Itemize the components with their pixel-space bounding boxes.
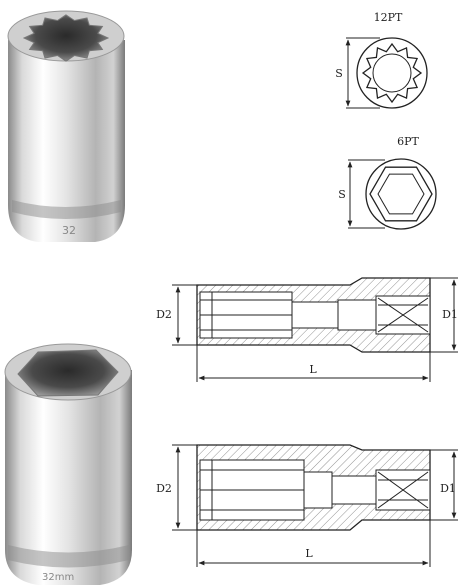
profile-12pt: 12PT S bbox=[335, 11, 428, 109]
profile-6pt-hexagon bbox=[369, 166, 433, 222]
side-view-1: D2 D1 L bbox=[156, 277, 458, 382]
profile-6pt-label: 6PT bbox=[397, 135, 419, 148]
socket-photo-6pt: 32mm bbox=[4, 343, 132, 585]
profile-6pt: 6PT S bbox=[338, 135, 437, 230]
profile-12pt-inner-circle bbox=[372, 53, 412, 93]
side-view-2: D2 D1 L bbox=[156, 444, 458, 567]
socket-photo-12pt: 32 bbox=[7, 10, 125, 242]
side-view-2-d1-label: D1 bbox=[440, 482, 456, 495]
socket-engraving-12pt: 32 bbox=[62, 224, 76, 237]
side-view-2-d2-label: D2 bbox=[156, 482, 172, 495]
profile-12pt-s-label: S bbox=[335, 67, 343, 80]
profile-6pt-inner-hexagon bbox=[377, 173, 425, 215]
side-view-1-d1-label: D1 bbox=[442, 308, 458, 321]
profile-6pt-s-label: S bbox=[338, 188, 346, 201]
profile-12pt-star bbox=[361, 42, 423, 104]
profile-6pt-outer-circle bbox=[365, 158, 437, 230]
side-view-2-l-label: L bbox=[305, 547, 313, 560]
profile-12pt-outer-circle bbox=[356, 37, 428, 109]
side-view-1-d2-label: D2 bbox=[156, 308, 172, 321]
socket-engraving-6pt: 32mm bbox=[42, 572, 74, 583]
profile-12pt-label: 12PT bbox=[374, 11, 403, 24]
side-view-1-l-label: L bbox=[309, 363, 317, 376]
